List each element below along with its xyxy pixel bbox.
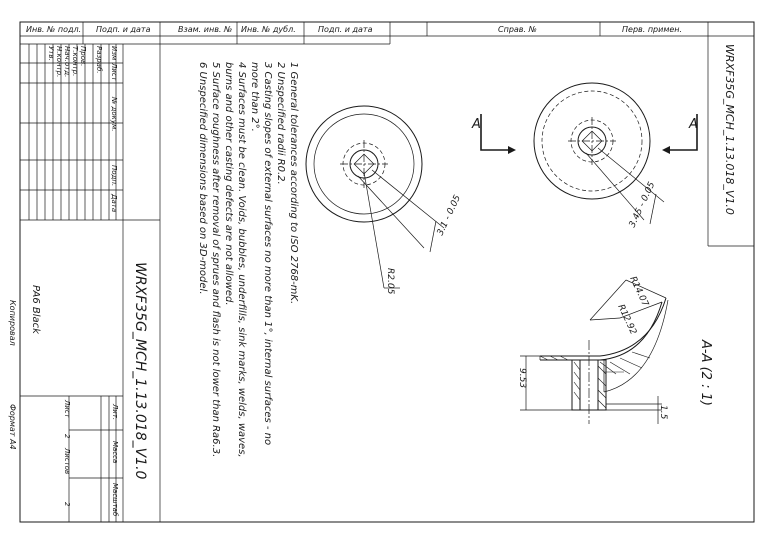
role-utv: Утв. <box>47 46 55 61</box>
title-block: Изм Лист № докум. Подп. Дата Разраб. Про… <box>20 44 161 522</box>
header-perv-primen: Перв. примен. <box>622 25 682 34</box>
rev-header-list: Лист <box>110 62 118 82</box>
height-dim-label: 9.53 <box>517 368 527 388</box>
note-4: 4 Surfaces must be clean. Voids, bubbles… <box>236 62 247 458</box>
left-dim-label: 3.1 - 0.05 <box>436 194 463 238</box>
header-vzam-inv: Взам. инв. № <box>178 25 232 34</box>
section-mark-left: A <box>471 117 481 132</box>
lit-label: Лит. <box>111 403 119 420</box>
role-nach-otd: Нач.отд. <box>63 46 71 77</box>
note-5: 5 Surface roughness after removal of spr… <box>210 62 221 457</box>
sheet-value: 2 <box>63 434 71 439</box>
scale-label: Масштаб <box>111 483 119 517</box>
sheet-label: Лист <box>63 399 71 419</box>
radius-outer-label: R14.07 <box>627 275 650 308</box>
sheets-value: 2 <box>63 502 71 507</box>
header-podp-data-2: Подп. и дата <box>318 25 373 34</box>
format-label: Формат A4 <box>8 404 17 450</box>
rev-header-podp: Подп. <box>110 165 118 186</box>
copied-label: Копировал <box>8 300 17 346</box>
rev-header-dokum: № докум. <box>110 96 118 132</box>
small-dim-label: 1.5 <box>658 405 668 420</box>
header-inv-podl: Инв. № подл. <box>26 25 81 34</box>
drawing-code-top: WRXF35G_MCH_1.13.018_V1.0 <box>723 44 736 215</box>
sheet-border <box>19 21 755 523</box>
section-title: A-A (2 : 1) <box>698 339 713 406</box>
section-markers: A A <box>471 114 698 154</box>
left-radius-label: R2.05 <box>385 268 395 295</box>
mass-label: Масса <box>111 441 119 463</box>
note-2: 2 Unspecified radii R0.2. <box>275 62 286 185</box>
note-3-cont: more than 2°. <box>249 62 260 132</box>
material-label: PA6 Black <box>30 285 41 335</box>
left-plan-view: 3.1 - 0.05 R2.05 <box>305 105 463 295</box>
right-code-strip: WRXF35G_MCH_1.13.018_V1.0 <box>707 36 754 247</box>
technical-notes: 1 General tolerances according to ISO 27… <box>197 62 299 458</box>
radius-inner-label: R12.92 <box>615 303 638 336</box>
rev-header-data: Дата <box>110 193 118 212</box>
top-header-strip: Инв. № подл. Подп. и дата Взам. инв. № И… <box>20 22 754 45</box>
right-dim-label: 3.45 - 0.05 <box>628 180 658 229</box>
right-plan-view: 3.45 - 0.05 <box>533 82 665 229</box>
section-mark-right: A <box>688 117 698 132</box>
section-a-a: A-A (2 : 1) R14.07 R12.92 <box>517 275 713 424</box>
role-prov: Пров. <box>79 46 87 66</box>
note-3: 3 Casting slopes of external surfaces no… <box>262 62 273 445</box>
header-inv-dubl: Инв. № дубл. <box>241 25 296 34</box>
note-4-cont: burns and other casting defects are not … <box>223 62 234 306</box>
role-t-kontr: Т.контр. <box>71 46 79 76</box>
header-sprav: Справ. № <box>498 25 537 34</box>
drawing-code-main: WRXF35G_MCH_1.13.018_V1.0 <box>132 262 148 480</box>
note-1: 1 General tolerances according to ISO 27… <box>288 62 299 304</box>
role-razrab: Разраб. <box>95 46 103 74</box>
role-n-kontr: Н.контр. <box>55 46 63 77</box>
header-podp-data-1: Подп. и дата <box>96 25 151 34</box>
sheets-label: Листов <box>63 447 71 474</box>
rev-header-izm: Изм <box>110 46 118 61</box>
note-6: 6 Unspecified dimensions based on 3D-mod… <box>197 62 208 295</box>
